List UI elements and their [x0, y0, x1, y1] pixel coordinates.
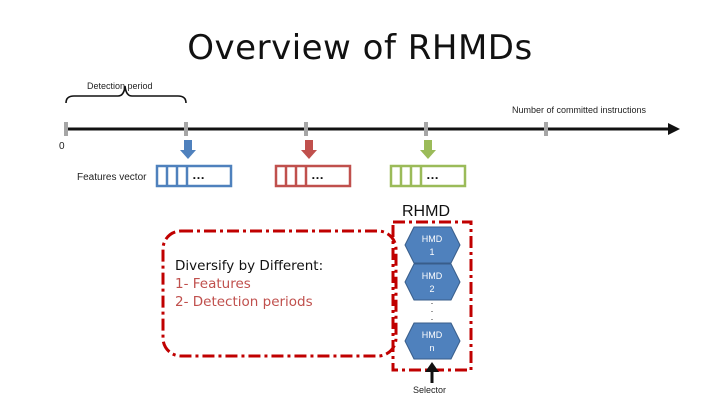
ellipsis-green: … — [426, 167, 439, 182]
hmd-2-text: HMD 2 — [412, 270, 452, 296]
diversify-line-3: 2- Detection periods — [175, 294, 313, 310]
tick-1 — [184, 122, 188, 136]
features-vector-label: Features vector — [77, 172, 147, 183]
tick-3 — [424, 122, 428, 136]
hmd-n-index: n — [429, 343, 435, 353]
hmd-n-text: HMD n — [412, 329, 452, 355]
rhmd-label: RHMD — [402, 203, 450, 220]
selector-arrow-icon — [425, 362, 439, 383]
diversify-box — [161, 229, 398, 358]
vertical-dots: . . . — [430, 296, 434, 322]
hmd-n-hexagon[interactable] — [404, 322, 461, 360]
feature-vector-blue — [155, 164, 233, 188]
red-arrow-icon — [301, 140, 317, 159]
selector-label: Selector — [413, 385, 447, 395]
diversify-text: Diversify by Different: 1- Features 2- D… — [175, 257, 323, 311]
feature-vector-red — [274, 164, 352, 188]
hmd-n-name: HMD — [421, 330, 443, 340]
hmd-2-name: HMD — [421, 271, 443, 281]
diversify-line-1: Diversify by Different: — [175, 258, 324, 274]
tick-origin — [64, 122, 68, 136]
hmd-2-hexagon[interactable] — [404, 263, 461, 301]
hmd-1-hexagon[interactable] — [404, 226, 461, 264]
ellipsis-blue: … — [192, 167, 205, 182]
blue-arrow-icon — [180, 140, 196, 159]
axis-label: Number of committed instructions — [512, 105, 647, 115]
green-arrow-icon — [420, 140, 436, 159]
timeline-arrowhead — [668, 123, 680, 135]
origin-label: 0 — [59, 141, 65, 152]
detection-period-label: Detection period — [87, 81, 153, 91]
tick-2 — [304, 122, 308, 136]
hmd-1-index: 1 — [429, 247, 435, 257]
hmd-1-text: HMD 1 — [412, 233, 452, 259]
ellipsis-red: … — [311, 167, 324, 182]
hmd-1-name: HMD — [421, 234, 443, 244]
diversify-line-2: 1- Features — [175, 276, 251, 292]
tick-4 — [544, 122, 548, 136]
detection-period-bracket — [65, 85, 187, 104]
feature-vector-green — [389, 164, 467, 188]
page-title: Overview of RHMDs — [187, 28, 533, 68]
hmd-2-index: 2 — [429, 284, 435, 294]
